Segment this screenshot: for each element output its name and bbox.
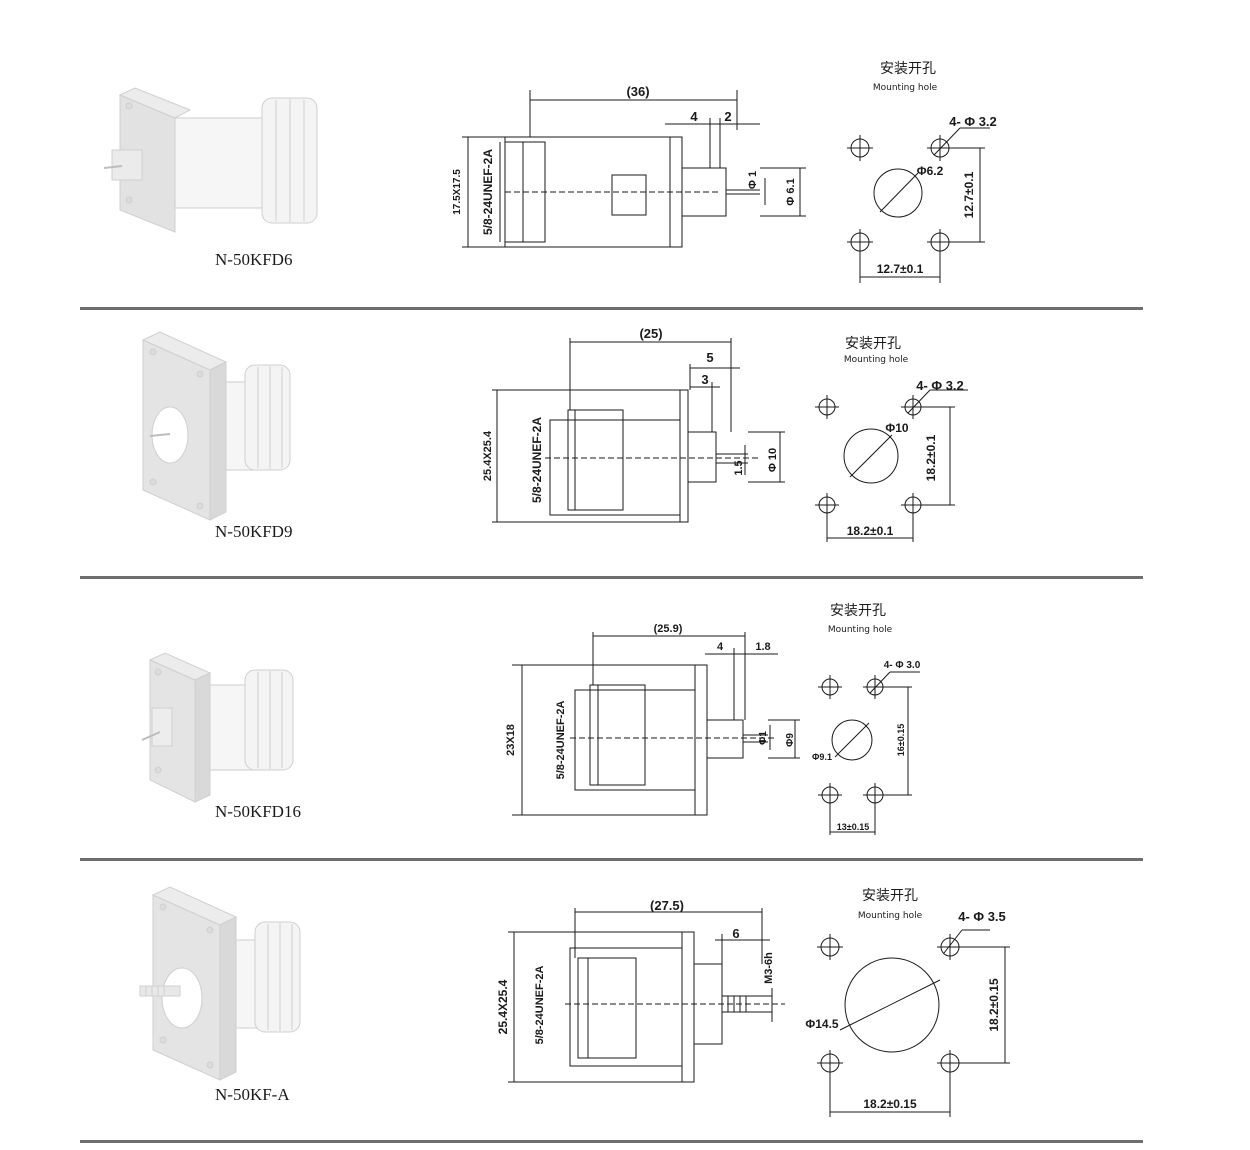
- connector-render: [141, 331, 291, 521]
- mounting-hole-title-en: Mounting hole: [844, 355, 909, 365]
- side-view: [508, 908, 785, 1083]
- model-name: N-50KFD9: [215, 522, 293, 541]
- center-hole-label: Φ9.1: [812, 752, 832, 762]
- pin-diameter-label: Φ1: [758, 731, 769, 745]
- mounting-hole-pattern: [818, 671, 920, 835]
- dim-label: 2: [724, 109, 731, 124]
- hole-spec-label: 4- Φ 3.5: [958, 909, 1006, 924]
- section-drawing: (25) 5 3 25.4X25.4 5/8-24UNEF-2A 1.5 Φ 1…: [141, 326, 968, 542]
- mounting-hole-title-cn: 安装开孔: [862, 888, 918, 904]
- model-name: N-50KFD16: [215, 802, 301, 821]
- dim-label: 4: [690, 109, 698, 124]
- dim-label: 4: [717, 641, 724, 653]
- pitch-horizontal-label: 13±0.15: [837, 822, 869, 832]
- mounting-hole-title-cn: 安装开孔: [830, 603, 886, 619]
- pin-diameter-label: 1.5: [733, 460, 745, 475]
- pin-diameter-label: M3-6h: [763, 952, 775, 984]
- pitch-horizontal-label: 18.2±0.15: [863, 1097, 917, 1111]
- dim-label: 5: [706, 350, 713, 365]
- model-name: N-50KFD6: [215, 250, 293, 269]
- thread-spec-label: 5/8-24UNEF-2A: [555, 701, 567, 780]
- center-hole-label: Φ10: [885, 421, 909, 435]
- center-hole-label: Φ14.5: [805, 1017, 839, 1031]
- mounting-hole-title-cn: 安装开孔: [845, 336, 901, 352]
- thread-spec-label: 5/8-24UNEF-2A: [481, 149, 495, 235]
- dim-label: 1.8: [755, 641, 770, 653]
- mounting-hole-title-en: Mounting hole: [873, 83, 938, 93]
- flange-size-label: 25.4X25.4: [482, 430, 494, 481]
- mounting-hole-title-en: Mounting hole: [828, 625, 893, 635]
- connector-render: [103, 87, 318, 233]
- section-drawing: (36) 4 2 17.5X17.5 5/8-24UNEF-2A Φ 1 Φ 6…: [103, 61, 997, 283]
- section-drawing: (27.5) 6 25.4X25.4 5/8-24UNEF-2A M3-6h 安…: [139, 886, 1010, 1117]
- pin-diameter-label: Φ 1: [747, 171, 759, 189]
- pitch-vertical-label: 12.7±0.1: [962, 171, 976, 218]
- pitch-vertical-label: 16±0.15: [896, 724, 906, 756]
- connector-render: [139, 886, 301, 1081]
- post-diameter-label: Φ9: [785, 733, 796, 747]
- pitch-horizontal-label: 12.7±0.1: [877, 262, 924, 276]
- mounting-hole-pattern: [817, 929, 1010, 1117]
- dim-label: 3: [701, 372, 708, 387]
- model-name: N-50KF-A: [215, 1085, 290, 1104]
- post-diameter-label: Φ 10: [767, 448, 779, 472]
- connector-render: [141, 652, 294, 803]
- overall-length-label: (27.5): [650, 898, 684, 913]
- overall-length-label: (25): [639, 326, 662, 341]
- side-view: [462, 90, 806, 248]
- hole-spec-label: 4- Φ 3.2: [916, 378, 964, 393]
- overall-length-label: (36): [626, 84, 649, 99]
- mounting-hole-pattern: [815, 389, 968, 542]
- side-view: [512, 632, 800, 816]
- pitch-horizontal-label: 18.2±0.1: [847, 524, 894, 538]
- flange-size-label: 17.5X17.5: [452, 169, 463, 215]
- hole-spec-label: 4- Φ 3.0: [884, 660, 921, 671]
- center-hole-label: Φ6.2: [917, 164, 944, 178]
- section-divider: [80, 307, 1143, 310]
- section-divider: [80, 576, 1143, 579]
- dim-label: 6: [732, 926, 739, 941]
- pitch-vertical-label: 18.2±0.15: [987, 978, 1001, 1032]
- pitch-vertical-label: 18.2±0.1: [924, 434, 938, 481]
- section-drawing: (25.9) 4 1.8 23X18 5/8-24UNEF-2A Φ1 Φ9 安…: [141, 603, 921, 835]
- section-divider: [80, 1140, 1143, 1143]
- thread-spec-label: 5/8-24UNEF-2A: [534, 966, 546, 1045]
- mounting-hole-pattern: [847, 127, 990, 283]
- side-view: [492, 338, 785, 523]
- section-divider: [80, 858, 1143, 861]
- thread-spec-label: 5/8-24UNEF-2A: [530, 417, 544, 503]
- hole-spec-label: 4- Φ 3.2: [949, 114, 997, 129]
- flange-size-label: 23X18: [505, 724, 517, 756]
- mounting-hole-title-cn: 安装开孔: [880, 61, 936, 77]
- overall-length-label: (25.9): [654, 623, 683, 635]
- mounting-hole-title-en: Mounting hole: [858, 911, 923, 921]
- post-diameter-label: Φ 6.1: [785, 178, 797, 205]
- flange-size-label: 25.4X25.4: [496, 979, 510, 1034]
